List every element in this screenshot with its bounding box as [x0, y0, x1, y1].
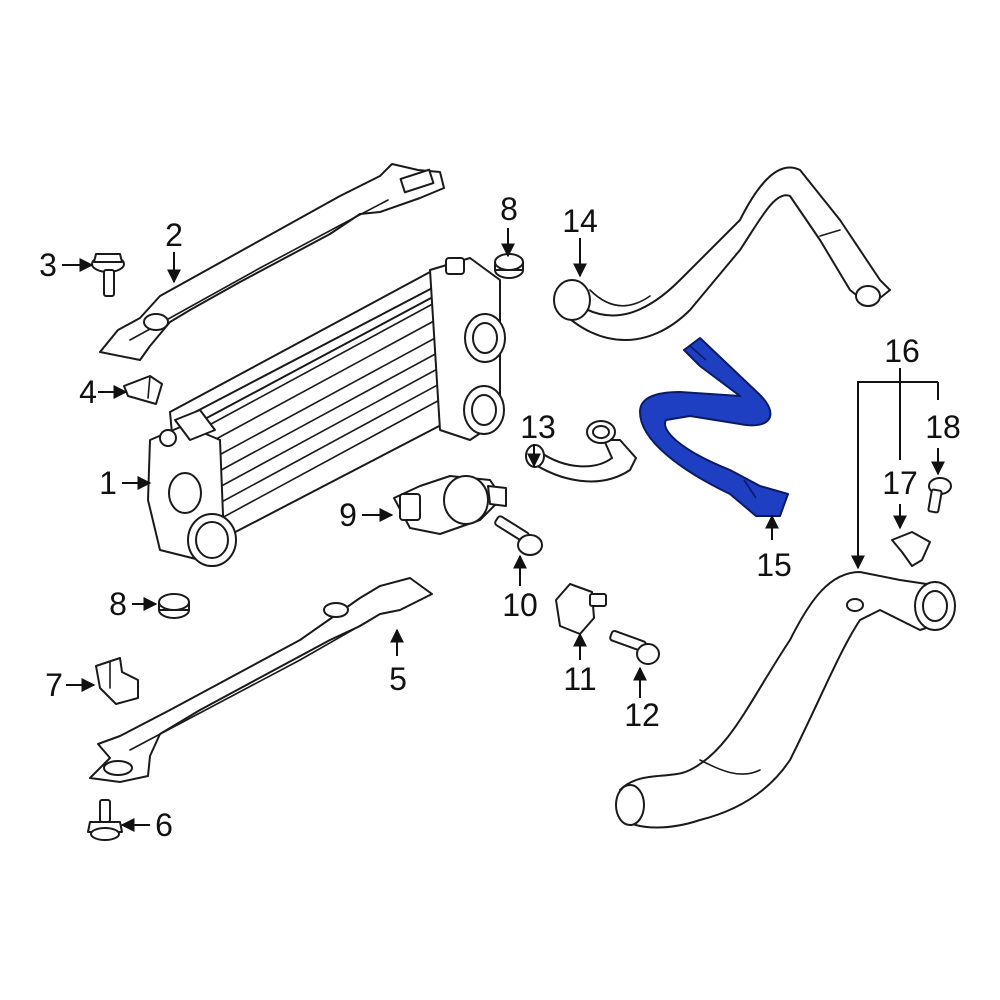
callout-15: 15	[756, 547, 792, 583]
bolt-12[interactable]	[609, 629, 660, 665]
sensor-11[interactable]	[555, 583, 607, 635]
clip-4[interactable]	[123, 375, 163, 405]
callout-16: 16	[884, 333, 920, 369]
intercooler[interactable]	[147, 257, 506, 567]
leader-lines	[62, 228, 945, 832]
hose-14[interactable]	[553, 166, 891, 341]
callout-labels: 3 2 4 1 8 14 13 9 10 8 5 11 12 7 6 15 16…	[39, 191, 961, 843]
grommet-8-upper[interactable]	[494, 253, 524, 279]
upper-bracket[interactable]	[99, 163, 445, 361]
callout-14: 14	[562, 203, 598, 239]
callout-4: 4	[79, 374, 97, 410]
callout-9: 9	[339, 497, 357, 533]
bolt-6[interactable]	[87, 799, 123, 841]
callout-17: 17	[882, 465, 918, 501]
screw-18[interactable]	[927, 477, 952, 514]
callout-6: 6	[155, 807, 173, 843]
callout-10: 10	[502, 587, 538, 623]
leader-16	[851, 368, 901, 570]
callout-12: 12	[624, 697, 660, 733]
hose-15-highlighted[interactable]	[639, 337, 789, 517]
callout-1: 1	[99, 465, 117, 501]
lower-bracket[interactable]	[89, 577, 433, 783]
callout-13: 13	[520, 409, 556, 445]
callout-7: 7	[45, 667, 63, 703]
callout-18: 18	[925, 409, 961, 445]
hose-16[interactable]	[615, 571, 956, 829]
callout-5: 5	[389, 661, 407, 697]
callout-2: 2	[165, 217, 183, 253]
sensor-9[interactable]	[393, 475, 507, 535]
callout-3: 3	[39, 247, 57, 283]
callout-11: 11	[563, 661, 596, 697]
clip-17[interactable]	[891, 531, 931, 567]
clip-nut-7[interactable]	[95, 657, 139, 705]
callout-8-lower: 8	[109, 586, 127, 622]
grommet-8-lower[interactable]	[158, 593, 190, 619]
callout-8-upper: 8	[500, 191, 518, 227]
bolt-3[interactable]	[91, 253, 125, 297]
bolt-10[interactable]	[494, 515, 543, 556]
